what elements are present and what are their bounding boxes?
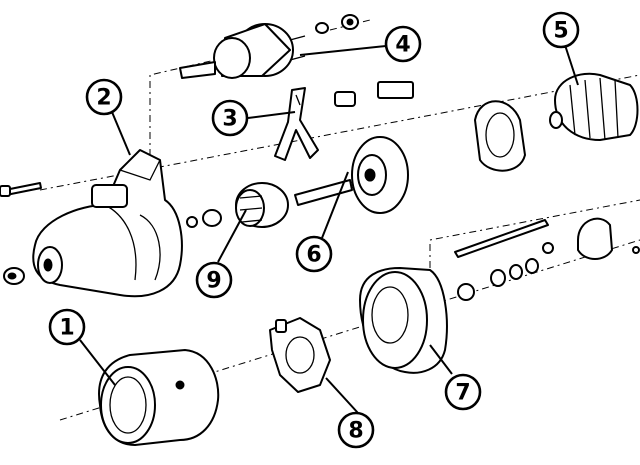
callout-1: 1: [48, 308, 86, 346]
callout-2-label: 2: [96, 86, 111, 111]
brush-plate: [269, 317, 331, 393]
callout-4-label: 4: [395, 33, 410, 58]
shift-fork-lever: [274, 81, 414, 161]
callout-9-label: 9: [206, 269, 221, 294]
field-frame: [359, 267, 448, 374]
callout-8-label: 8: [348, 419, 363, 444]
callout-2: 2: [85, 78, 123, 116]
leader-lines: [79, 44, 579, 414]
callout-7-label: 7: [455, 381, 470, 406]
callout-8: 8: [337, 411, 375, 449]
callout-3-label: 3: [222, 107, 237, 132]
callout-5-label: 5: [553, 19, 568, 44]
intermediate-bearing-plate: [294, 136, 409, 214]
callout-1-label: 1: [59, 316, 74, 341]
end-cover-parts: [454, 217, 640, 301]
solenoid: [179, 14, 359, 79]
commutator-end-ring: [474, 100, 526, 172]
callout-5: 5: [542, 11, 580, 49]
armature: [549, 72, 639, 141]
yoke-housing: [98, 349, 220, 446]
callout-3: 3: [211, 99, 249, 137]
through-bolt-left: [0, 182, 42, 197]
callout-6-label: 6: [306, 243, 321, 268]
bushing-left: [3, 267, 25, 285]
callout-7: 7: [444, 373, 482, 411]
callout-9: 9: [195, 261, 233, 299]
drive-end-housing: [32, 149, 183, 298]
callout-6: 6: [295, 235, 333, 273]
pinion-clutch: [186, 182, 289, 228]
callout-4: 4: [384, 25, 422, 63]
